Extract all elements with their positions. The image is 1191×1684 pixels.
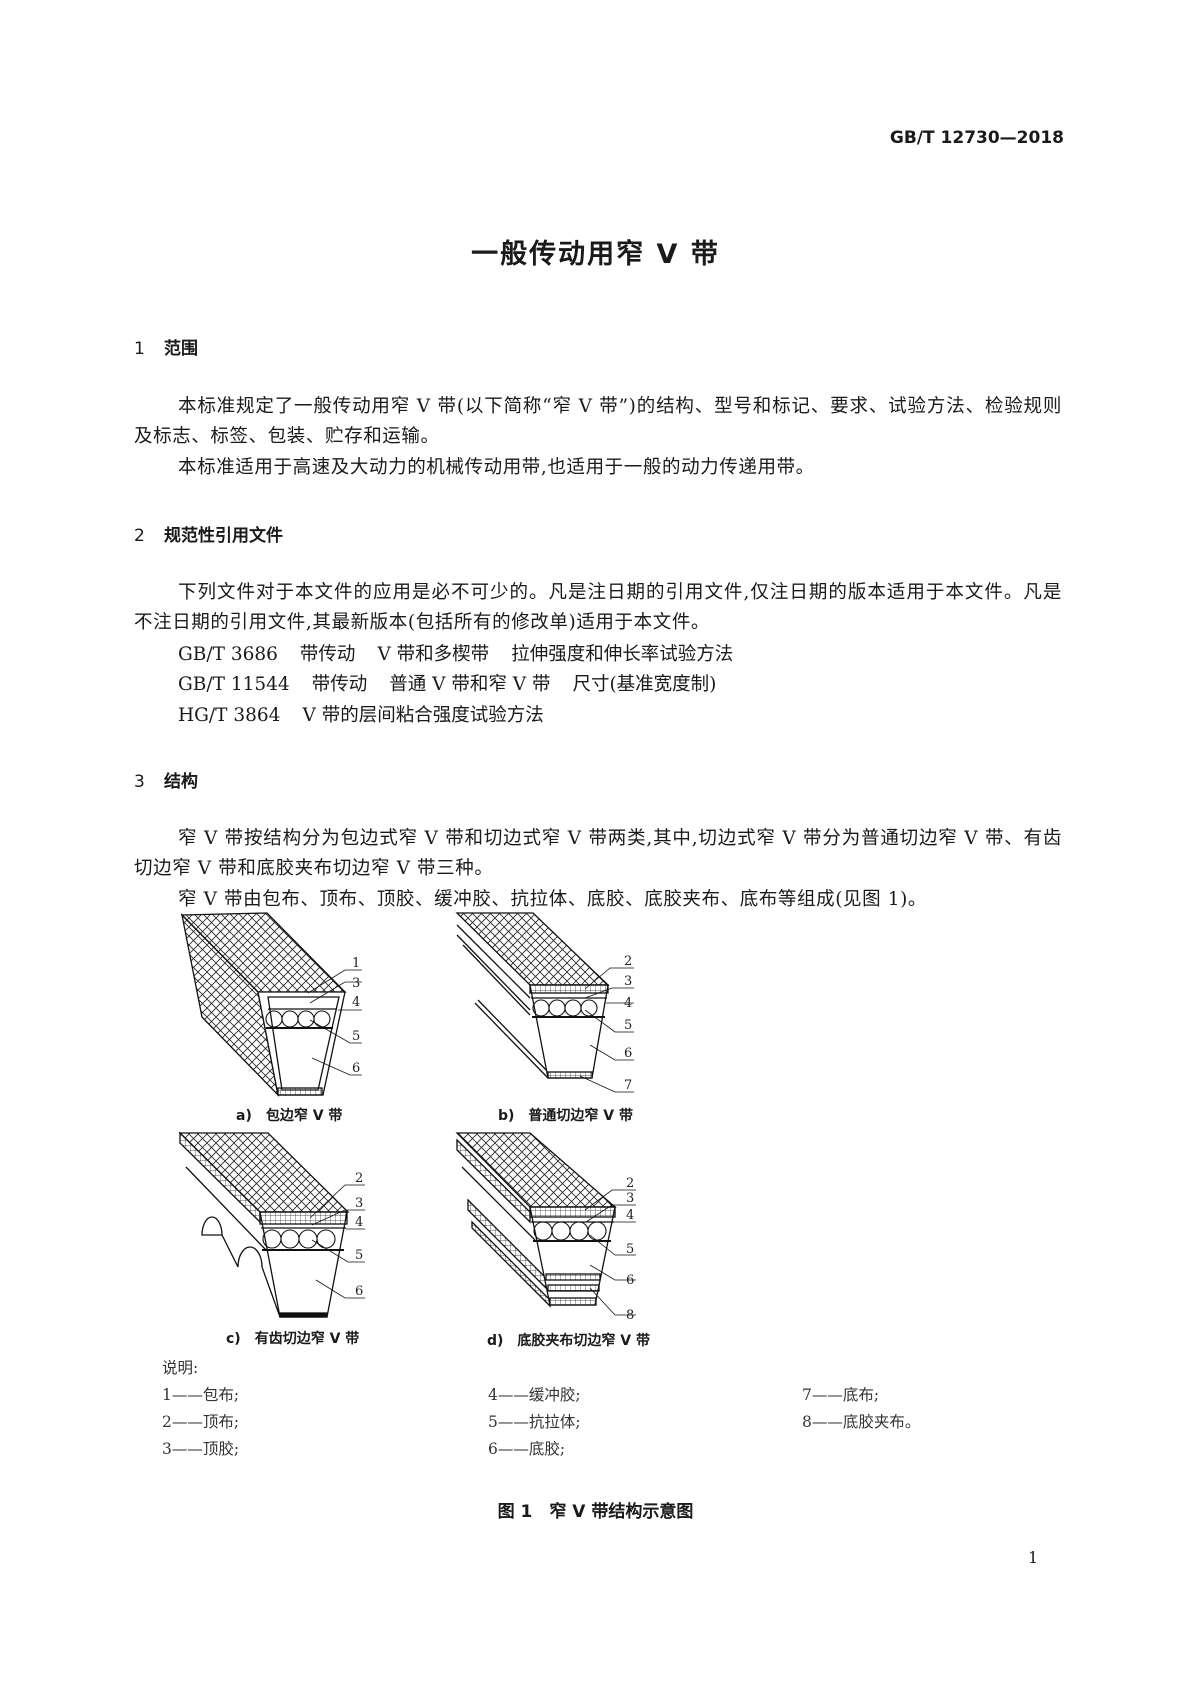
callout-label: 4 [624, 996, 632, 1011]
standard-number: GB/T 12730—2018 [889, 128, 1064, 148]
callout-label: 6 [352, 1061, 360, 1076]
callout-label: 4 [355, 1215, 363, 1230]
callout-label: 3 [624, 974, 632, 989]
subfigure-caption-b: b) 普通切边窄 V 带 [498, 1108, 634, 1124]
section-1-para-2: 本标准适用于高速及大动力的机械传动用带,也适用于一般的动力传递用带。 [178, 457, 815, 478]
legend-item: 8——底胶夹布。 [802, 1413, 921, 1431]
section-1-para-1: 本标准规定了一般传动用窄 V 带(以下简称“窄 V 带”)的结构、型号和标记、要… [134, 396, 1062, 447]
legend-title: 说明: [162, 1359, 199, 1377]
callout-label: 2 [355, 1171, 363, 1186]
subfigure-d-fabric-bottom-belt [455, 1132, 636, 1316]
legend-item: 1——包布; [162, 1386, 240, 1404]
legend-item: 7——底布; [802, 1386, 880, 1404]
callout-label: 5 [355, 1248, 363, 1263]
subfigure-caption-a: a) 包边窄 V 带 [236, 1108, 343, 1124]
legend-item: 3——顶胶; [162, 1440, 240, 1458]
subfigure-caption-d: d) 底胶夹布切边窄 V 带 [487, 1333, 651, 1349]
legend-item: 5——抗拉体; [488, 1413, 581, 1431]
callout-label: 7 [624, 1078, 632, 1093]
callout-label: 3 [355, 1196, 363, 1211]
callout-labels: 1 3 4 5 6 2 3 4 5 6 7 2 3 4 5 6 2 3 4 5 … [352, 954, 634, 1323]
callout-label: 6 [626, 1273, 634, 1288]
legend-item: 6——底胶; [488, 1440, 566, 1458]
section-3-para-1: 窄 V 带按结构分为包边式窄 V 带和切边式窄 V 带两类,其中,切边式窄 V … [134, 828, 1062, 879]
callout-label: 5 [352, 1029, 360, 1044]
callout-label: 3 [626, 1191, 634, 1206]
callout-label: 5 [626, 1242, 634, 1257]
callout-label: 4 [626, 1208, 634, 1223]
subfigure-b-raw-edge-belt [455, 912, 634, 1093]
callout-label: 2 [624, 954, 632, 969]
callout-label: 6 [624, 1046, 632, 1061]
callout-label: 2 [626, 1176, 634, 1191]
callout-label: 5 [624, 1018, 632, 1033]
legend-item: 4——缓冲胶; [488, 1386, 581, 1404]
legend-item: 2——顶布; [162, 1413, 240, 1431]
callout-label: 4 [352, 995, 360, 1010]
callout-label: 8 [626, 1308, 634, 1323]
document-title: 一般传动用窄 V 带 [471, 239, 720, 270]
section-2-para-1: 下列文件对于本文件的应用是必不可少的。凡是注日期的引用文件,仅注日期的版本适用于… [134, 582, 1062, 633]
figure-caption: 图 1 窄 V 带结构示意图 [497, 1502, 694, 1522]
section-3-para-2: 窄 V 带由包布、顶布、顶胶、缓冲胶、抗拉体、底胶、底胶夹布、底布等组成(见图 … [178, 889, 928, 910]
callout-label: 3 [352, 976, 360, 991]
subfigure-a-wrapped-belt [180, 912, 362, 1098]
callout-label: 1 [352, 956, 360, 971]
subfigure-caption-c: c) 有齿切边窄 V 带 [226, 1331, 360, 1347]
subfigure-c-cogged-belt [178, 1131, 365, 1318]
page-number: 1 [1028, 1548, 1039, 1567]
callout-label: 6 [355, 1284, 363, 1299]
